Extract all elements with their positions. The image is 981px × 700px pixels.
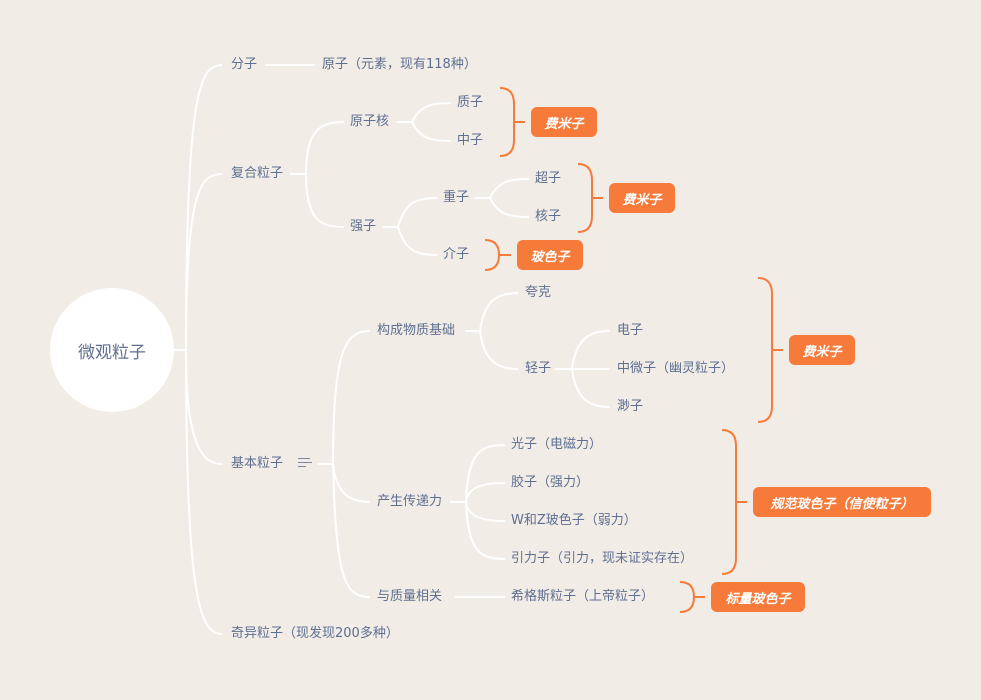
- node-mass[interactable]: 与质量相关: [377, 589, 443, 604]
- node-proton[interactable]: 质子: [457, 95, 484, 110]
- root-label: 微观粒子: [78, 342, 146, 363]
- summary-badge-fermion[interactable]: 费米子: [531, 107, 597, 137]
- node-molecule[interactable]: 分子: [231, 57, 258, 72]
- summary-badge-fermion[interactable]: 费米子: [609, 183, 675, 213]
- node-elementary[interactable]: 基本粒子: [231, 456, 284, 471]
- node-force[interactable]: 产生传递力: [377, 494, 443, 509]
- node-neutron[interactable]: 中子: [457, 133, 484, 148]
- root-node[interactable]: 微观粒子: [50, 288, 174, 412]
- node-wz-boson[interactable]: W和Z玻色子（弱力）: [511, 513, 637, 528]
- node-hyperon[interactable]: 超子: [535, 171, 562, 186]
- node-matter[interactable]: 构成物质基础: [377, 323, 456, 338]
- node-quark[interactable]: 夸克: [525, 285, 552, 300]
- node-muon[interactable]: 渺子: [617, 399, 644, 414]
- node-baryon[interactable]: 重子: [443, 190, 470, 205]
- node-lepton[interactable]: 轻子: [525, 361, 552, 376]
- node-atom[interactable]: 原子（元素，现有118种）: [322, 57, 477, 72]
- summary-badge-scalar-boson[interactable]: 标量玻色子: [711, 582, 805, 612]
- node-nucleus[interactable]: 原子核: [350, 114, 390, 129]
- node-nucleon[interactable]: 核子: [535, 209, 562, 224]
- node-electron[interactable]: 电子: [617, 323, 644, 338]
- summary-badge-fermion[interactable]: 费米子: [789, 335, 855, 365]
- node-higgs[interactable]: 希格斯粒子（上帝粒子）: [511, 589, 655, 604]
- summary-badge-boson[interactable]: 玻色子: [517, 240, 583, 270]
- summary-badge-gauge-boson[interactable]: 规范玻色子（信使粒子）: [753, 487, 931, 517]
- node-photon[interactable]: 光子（电磁力）: [511, 437, 603, 452]
- node-gluon[interactable]: 胶子（强力）: [511, 475, 590, 490]
- notes-icon[interactable]: [298, 458, 312, 469]
- node-hadron[interactable]: 强子: [350, 219, 377, 234]
- node-meson[interactable]: 介子: [443, 247, 470, 262]
- node-graviton[interactable]: 引力子（引力，现未证实存在）: [511, 551, 694, 566]
- node-composite[interactable]: 复合粒子: [231, 166, 284, 181]
- node-neutrino[interactable]: 中微子（幽灵粒子）: [617, 361, 735, 376]
- node-exotic[interactable]: 奇异粒子（现发现200多种）: [231, 626, 399, 641]
